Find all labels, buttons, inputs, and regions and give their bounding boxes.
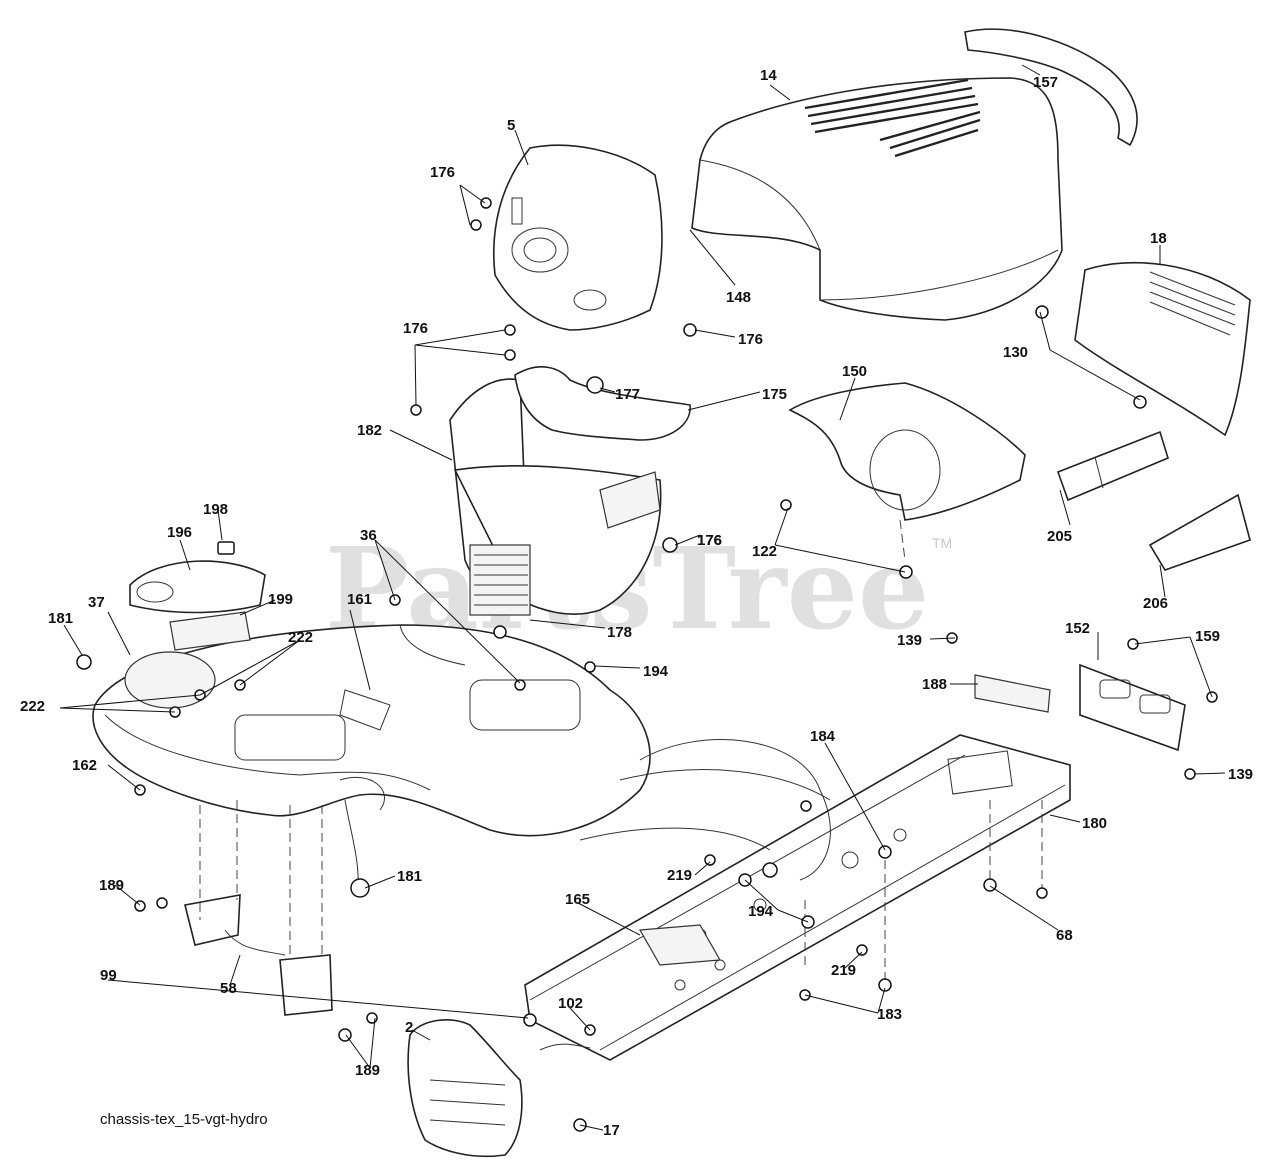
part-label: 2 [405,1019,413,1036]
part-label: 176 [403,320,428,337]
part-label: 157 [1033,74,1058,91]
part-label: 205 [1047,528,1072,545]
part-label: 184 [810,728,836,745]
part-label: 139 [897,632,922,649]
part-label: 99 [100,967,117,984]
side-panel-part [1074,261,1251,437]
part-label: 17 [603,1122,620,1139]
part-label: 5 [507,117,515,134]
steering-support-part [449,378,662,616]
cover-205-part [1056,430,1169,502]
part-label: 165 [565,891,590,908]
part-label: 152 [1065,620,1090,637]
part-label: 176 [697,532,722,549]
part-label: 58 [220,980,237,997]
part-label: 222 [20,698,45,715]
part-label: 182 [357,422,382,439]
part-label: 198 [203,501,228,518]
cover-206-part [1148,493,1251,571]
part-label: 194 [748,903,774,920]
alignment-lines [199,519,1043,980]
part-label: 159 [1195,628,1220,645]
part-label: 181 [397,868,422,885]
part-label: 222 [288,629,313,646]
part-label: 122 [752,543,777,560]
part-label: 183 [877,1006,902,1023]
trademark-text: TM [932,535,952,551]
bracket-199 [169,611,251,651]
part-label: 189 [355,1062,380,1079]
part-label: 176 [697,532,722,549]
clip-198 [217,541,235,555]
part-label: 37 [88,594,105,611]
part-label: 194 [643,663,669,680]
part-label: 177 [615,386,640,403]
part-label: 219 [831,962,856,979]
part-label: 176 [430,164,455,181]
part-label: 148 [726,289,751,306]
seat-plate-part [129,541,266,651]
support-165-part [639,924,721,966]
part-label: 162 [72,757,97,774]
part-label: 36 [360,527,377,544]
part-label: 206 [1143,595,1168,612]
fender-part [92,624,651,837]
part-label: 175 [762,386,787,403]
part-label: 180 [1082,815,1107,832]
belt-cover-part [788,382,1026,521]
hardware [76,197,1218,1132]
leader-lines [59,64,1226,1131]
diagram-caption: chassis-tex_15-vgt-hydro [100,1111,268,1128]
part-label: 139 [1228,766,1253,783]
bracket-58-part [184,894,333,1016]
part-label: 188 [922,676,947,693]
dash-panel-part [492,144,663,331]
part-label: 161 [347,591,372,608]
part-label: 176 [738,331,763,348]
seat-base-part [124,651,216,709]
bumper-part [407,1019,523,1158]
part-label: 219 [667,867,692,884]
part-labels: 14 157 5 176 176 148 18 176 130 177 175 … [20,67,1253,1139]
hood-trim-part [964,28,1138,147]
part-label: 18 [1150,230,1167,247]
bracket-part [514,366,691,441]
part-label: 68 [1056,927,1073,944]
part-label: 130 [1003,344,1028,361]
hood-part [691,77,1063,321]
part-label: 196 [167,524,192,541]
part-label: 199 [268,591,293,608]
part-label: 189 [99,877,124,894]
part-label: 14 [760,67,777,84]
front-bracket-part [974,663,1186,752]
part-label: 102 [558,995,583,1012]
part-label: 150 [842,363,867,380]
part-label: 178 [607,624,632,641]
bracket-188 [974,674,1051,713]
part-label: 181 [48,610,73,627]
